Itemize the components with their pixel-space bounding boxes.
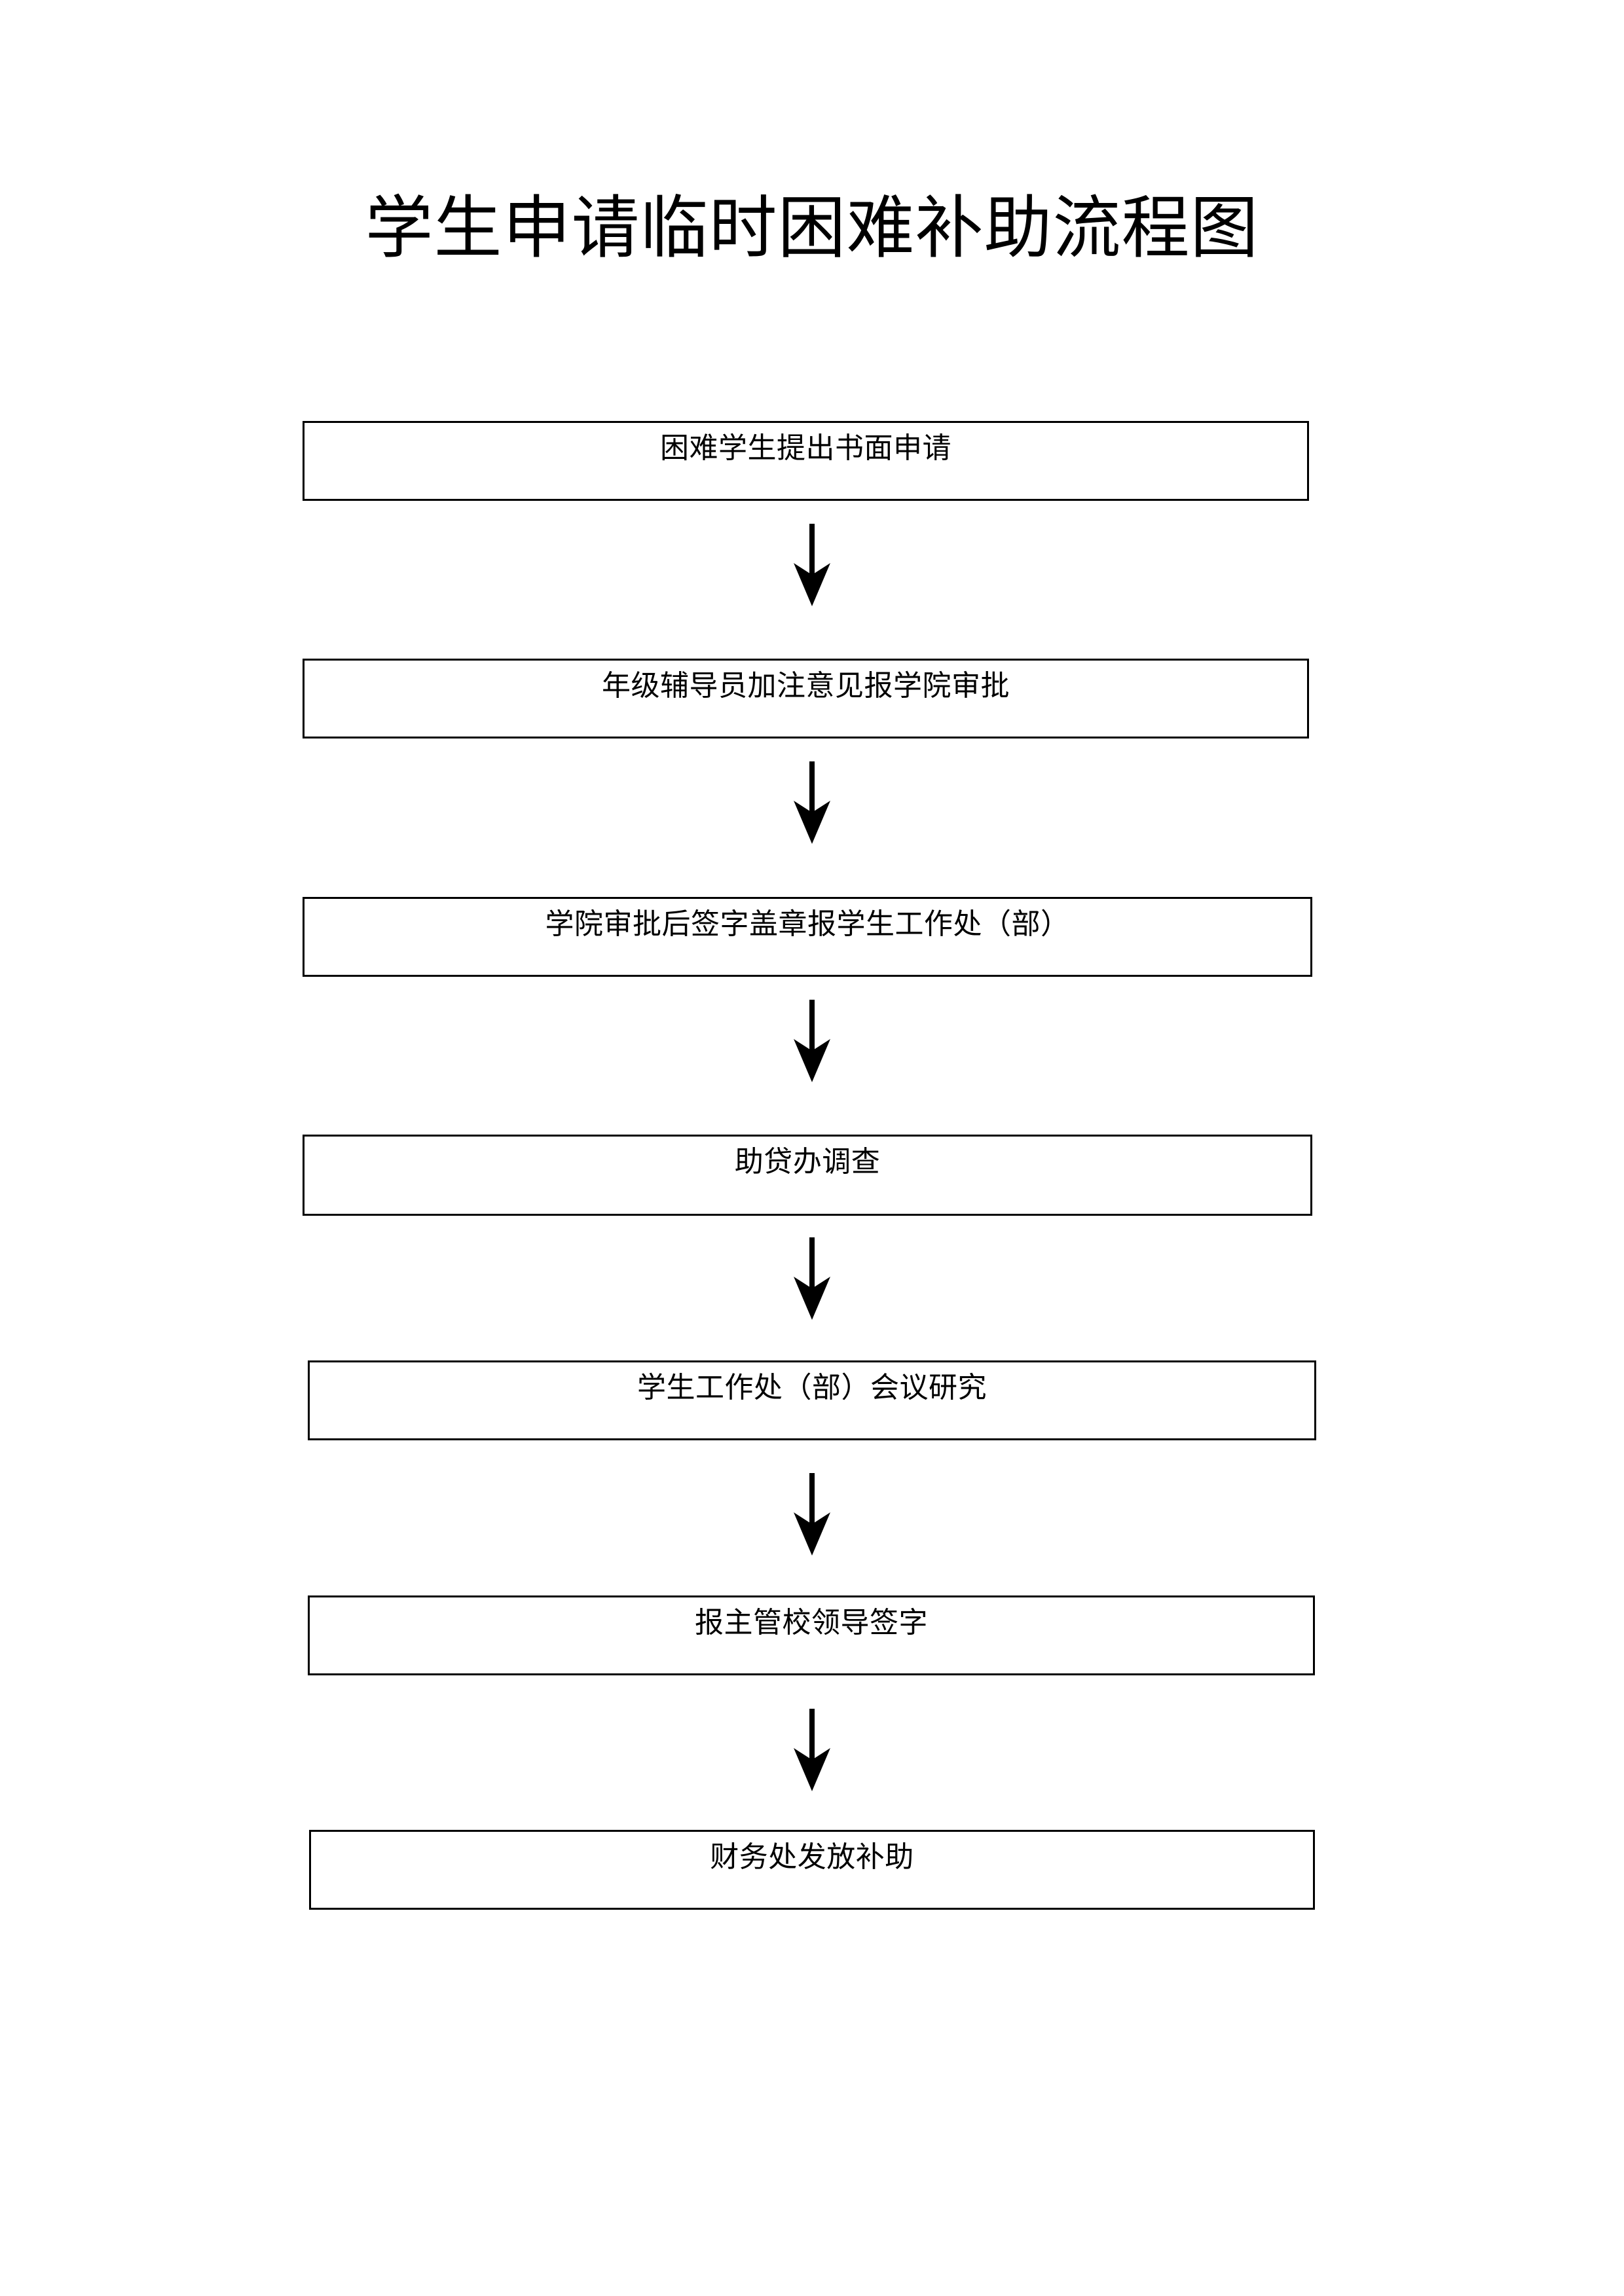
down-arrow-icon-6 — [792, 1709, 832, 1791]
flow-step-label-1: 困难学生提出书面申请 — [660, 432, 951, 464]
flow-step-box-1: 困难学生提出书面申请 — [303, 421, 1309, 501]
flow-step-box-5: 学生工作处（部）会议研究 — [308, 1360, 1316, 1440]
page-title: 学生申请临时困难补助流程图 — [365, 191, 1259, 266]
flow-step-label-7: 财务处发放补助 — [710, 1841, 914, 1873]
flow-step-box-4: 助贷办调查 — [303, 1135, 1312, 1216]
flow-step-box-3: 学院审批后签字盖章报学生工作处（部） — [303, 897, 1312, 977]
flow-step-label-6: 报主管校领导签字 — [695, 1607, 928, 1639]
down-arrow-icon-4 — [792, 1237, 832, 1320]
down-arrow-icon-2 — [792, 761, 832, 844]
flow-step-box-6: 报主管校领导签字 — [308, 1595, 1315, 1675]
flow-step-label-2: 年级辅导员加注意见报学院审批 — [602, 670, 1010, 702]
flow-step-box-2: 年级辅导员加注意见报学院审批 — [303, 659, 1309, 738]
flow-step-label-3: 学院审批后签字盖章报学生工作处（部） — [545, 908, 1070, 940]
flow-step-label-4: 助贷办调查 — [734, 1146, 881, 1178]
flow-step-label-5: 学生工作处（部）会议研究 — [637, 1372, 987, 1404]
down-arrow-icon-1 — [792, 524, 832, 606]
down-arrow-icon-3 — [792, 1000, 832, 1082]
flow-step-box-7: 财务处发放补助 — [309, 1830, 1315, 1910]
down-arrow-icon-5 — [792, 1473, 832, 1556]
